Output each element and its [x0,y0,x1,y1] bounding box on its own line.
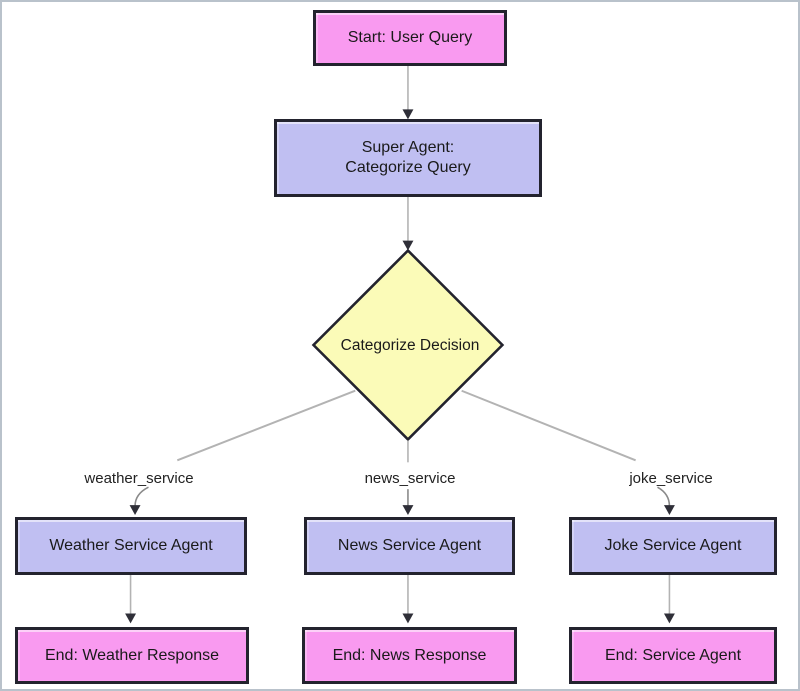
node-end-service-agent-label: End: Service Agent [604,646,742,664]
edge-decision-to-joke-label [461,389,636,462]
node-end-service-agent: End: Service Agent [569,627,777,684]
edge-label-news-service: news_service [364,470,456,487]
node-news-service-agent-label: News Service Agent [337,537,482,554]
node-decision-label: Categorize Decision [340,337,480,354]
node-weather-service-agent-label: Weather Service Agent [49,537,213,554]
edge-decision-to-weather-label [176,389,356,462]
edge-label-weather-service: weather_service [84,470,194,487]
edge-weather-label-to-agent [134,486,149,507]
arrowhead-weather-end [125,613,137,624]
edge-label-joke-service: joke_service [629,470,713,487]
arrowhead-joke-agent [663,505,675,516]
edge-joke-label-to-agent [657,486,671,507]
node-joke-service-agent-label: Joke Service Agent [604,537,742,554]
arrowhead-start-to-super [402,109,414,120]
node-end-weather-response: End: Weather Response [15,627,249,684]
arrowhead-weather-agent [129,505,141,516]
node-start: Start: User Query [313,10,507,66]
arrowhead-super-to-decision [402,240,414,251]
arrowhead-news-agent [402,505,414,516]
arrowhead-news-end [402,613,414,624]
node-super-agent-label: Super Agent: Categorize Query [345,139,471,176]
decision-diamond-shape [311,248,505,442]
node-super-agent: Super Agent: Categorize Query [274,119,542,197]
node-start-label: Start: User Query [347,29,473,46]
node-joke-service-agent: Joke Service Agent [569,517,777,575]
arrowhead-joke-end [663,613,675,624]
node-weather-service-agent: Weather Service Agent [15,517,247,575]
node-news-service-agent: News Service Agent [304,517,515,575]
node-end-news-response-label: End: News Response [332,646,487,664]
node-end-weather-response-label: End: Weather Response [44,646,220,664]
node-end-news-response: End: News Response [302,627,517,684]
